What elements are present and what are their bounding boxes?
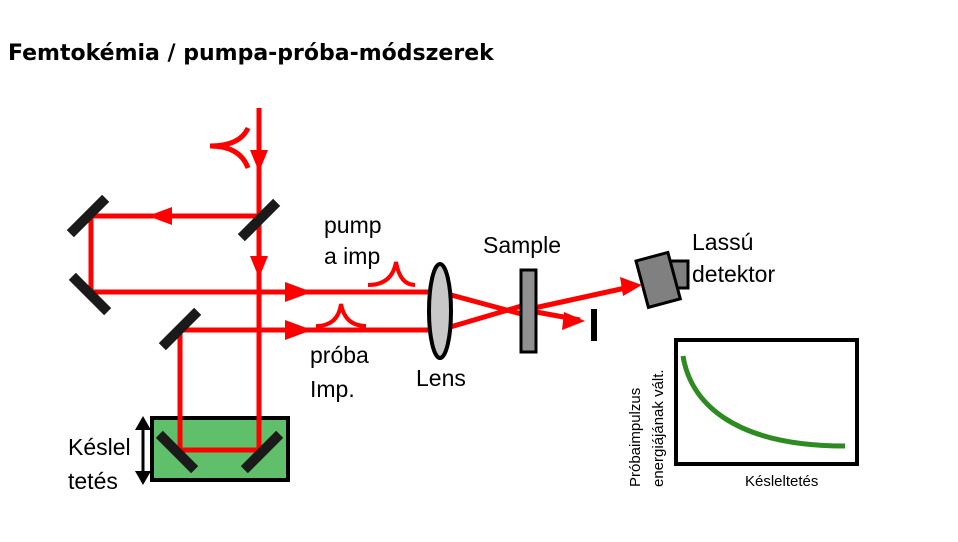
beam-to-detector: [524, 284, 631, 313]
beam-block: [591, 309, 597, 341]
arrow-block: [562, 312, 585, 330]
mirrors: [66, 194, 284, 474]
pump-label-1: pump: [324, 212, 382, 238]
inset-ylabel-2: energiájának vált.: [650, 369, 667, 487]
probe-pulse-icon: [315, 303, 367, 328]
detector-label-1: Lassú: [692, 229, 753, 255]
beam-arrows: [148, 150, 642, 340]
probe-label-1: próba: [310, 342, 369, 368]
arrow-detector: [620, 277, 642, 296]
sample[interactable]: [519, 268, 538, 354]
beam-splitter-mirror[interactable]: [237, 198, 281, 242]
decay-curve: [680, 355, 846, 449]
delay-label-2: tetés: [68, 468, 118, 494]
detector-label-2: detektor: [692, 261, 775, 287]
arrow-left: [148, 207, 172, 225]
arrow-down-top: [250, 150, 268, 172]
arrow-pump: [285, 282, 312, 302]
lens-label: Lens: [416, 365, 466, 391]
inset-plot: Próbaimpulzus energiájának vált. Késlelt…: [627, 338, 859, 490]
top-left-mirror[interactable]: [66, 194, 110, 238]
inset-xlabel: Késleltetés: [745, 473, 818, 490]
probe-focus: [439, 302, 526, 333]
probe-label-2: Imp.: [310, 376, 355, 402]
arrow-down-mid: [250, 256, 268, 278]
curved-mirror: [209, 126, 251, 169]
sample-label: Sample: [483, 232, 561, 258]
probe-mirror[interactable]: [158, 307, 202, 351]
delay-move-arrow: [135, 416, 151, 485]
bottom-left-mirror[interactable]: [68, 272, 112, 316]
detector-icon[interactable]: [634, 250, 690, 310]
laser-beams: [88, 108, 631, 453]
delay-label-1: Késlel: [68, 434, 131, 460]
arrow-probe: [285, 320, 312, 340]
pump-pulse-icon: [367, 261, 416, 287]
pump-label-2: a imp: [324, 243, 380, 269]
delay-mirror-left[interactable]: [155, 430, 199, 474]
page-title: Femtokémia / pumpa-próba-módszerek: [8, 41, 495, 66]
lens[interactable]: [427, 262, 453, 360]
inset-ylabel-1: Próbaimpulzus: [627, 388, 644, 487]
delay-mirror-right[interactable]: [240, 430, 284, 474]
